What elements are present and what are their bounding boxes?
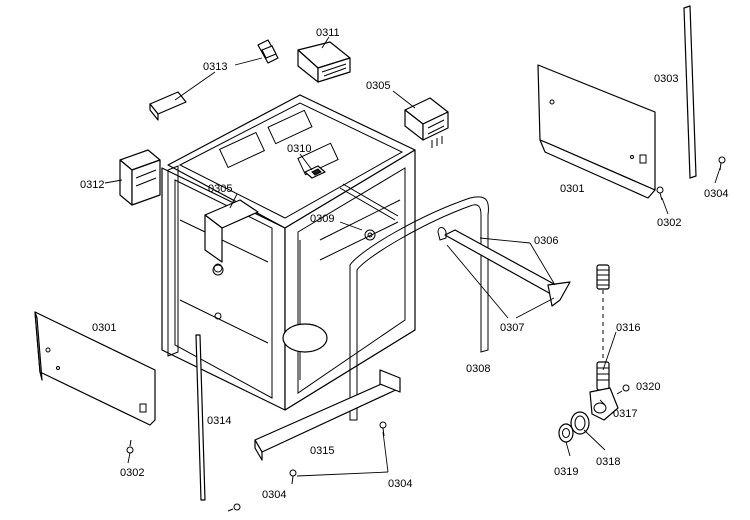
side-panel-left — [34, 311, 156, 426]
callout-0318: 0318 — [596, 456, 620, 468]
screw-0302-right — [656, 186, 664, 201]
callout-0319: 0319 — [554, 466, 578, 478]
callout-0311: 0311 — [316, 27, 340, 39]
callout-0312: 0312 — [80, 179, 104, 191]
part-0319 — [558, 423, 574, 443]
part-0312 — [119, 149, 161, 206]
callout-0305-left: 0305 — [208, 183, 232, 195]
callout-0315: 0315 — [310, 445, 334, 457]
callout-0301-left: 0301 — [92, 322, 116, 334]
callout-0310: 0310 — [287, 143, 311, 155]
part-0313-upper — [257, 39, 279, 64]
screw-0304-mid-a — [379, 421, 387, 437]
callout-0306: 0306 — [534, 235, 558, 247]
hinge-arm — [437, 227, 571, 307]
callout-0307: 0307 — [500, 322, 524, 334]
hose-0316 — [596, 264, 610, 391]
part-0309 — [339, 183, 399, 241]
part-0305-left — [204, 199, 259, 273]
leader-lines — [104, 36, 721, 477]
part-0318 — [570, 411, 590, 435]
callout-0320: 0320 — [636, 381, 660, 393]
screw-0304-bottom — [227, 503, 241, 512]
callout-0303: 0303 — [654, 73, 678, 85]
callout-labels: 0311 0313 0305 0303 0310 0312 0305 0301 … — [80, 27, 728, 501]
callout-0314: 0314 — [207, 415, 231, 427]
callout-0317: 0317 — [613, 408, 637, 420]
callout-0309: 0309 — [310, 213, 334, 225]
callout-0304-bottom: 0304 — [262, 489, 286, 501]
side-panel-right — [537, 64, 656, 199]
door-seal-left — [195, 334, 206, 501]
callout-0316: 0316 — [616, 322, 640, 334]
callout-0302-left: 0302 — [120, 467, 144, 479]
callout-0301-right: 0301 — [560, 183, 584, 195]
part-0310 — [304, 165, 326, 179]
callout-0313: 0313 — [203, 61, 227, 73]
callout-0305-top: 0305 — [366, 80, 390, 92]
tub-gasket — [349, 196, 489, 421]
screw-0304-mid-b — [289, 469, 297, 485]
bottom-rail — [254, 369, 401, 461]
callout-0304-right: 0304 — [704, 188, 728, 200]
seal-0303 — [683, 5, 697, 179]
part-0305-top — [404, 97, 449, 148]
callout-0302-right: 0302 — [657, 217, 681, 229]
callout-0308: 0308 — [466, 363, 490, 375]
part-0313-lower — [149, 91, 187, 121]
screw-0302-left — [126, 439, 134, 454]
callout-0304-mid: 0304 — [388, 478, 412, 490]
part-0311 — [297, 41, 351, 83]
screw-0320 — [616, 384, 630, 395]
